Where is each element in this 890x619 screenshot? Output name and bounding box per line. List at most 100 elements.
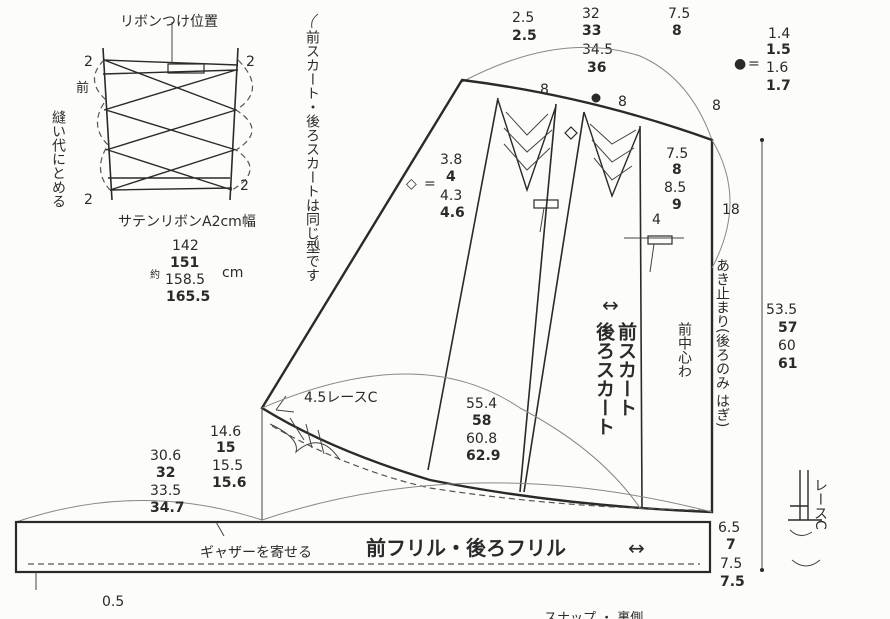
right-dim-4: 9 bbox=[672, 197, 682, 213]
waist-measure-arc bbox=[461, 46, 713, 141]
waist-width-1: 34.5 bbox=[582, 42, 613, 58]
ribbon-position-label: リボンつけ位置 bbox=[120, 14, 218, 30]
dot-eq: = bbox=[748, 56, 760, 72]
length-dim-3: 60 bbox=[778, 338, 796, 354]
ruffle-height-4: 7.5 bbox=[720, 574, 745, 590]
ruffle-grain-arrow: ↔ bbox=[628, 536, 645, 560]
dot-symbol: ● bbox=[734, 56, 746, 72]
ribbon-length-prefix: 約 bbox=[150, 268, 160, 281]
top-dim-4: 33 bbox=[582, 23, 601, 39]
margin-top-right: 2 bbox=[246, 54, 255, 70]
length-dim-2: 57 bbox=[778, 320, 797, 336]
ribbon-length-1: 142 bbox=[172, 238, 199, 254]
waist-dot-marker bbox=[591, 93, 601, 103]
length-line-top bbox=[760, 138, 764, 142]
top-dim-3: 32 bbox=[582, 6, 600, 22]
ruffle-width-3: 33.5 bbox=[150, 483, 181, 499]
skirt-grain-arrow: ↔ bbox=[602, 293, 619, 317]
ruffle-width-1: 30.6 bbox=[150, 448, 181, 464]
gather-note: ギャザーを寄せる bbox=[200, 544, 312, 561]
bottom-margin: 0.5 bbox=[102, 594, 124, 610]
skirt-label-front: 前スカート bbox=[615, 321, 637, 417]
skirt-label-back: 後ろスカート bbox=[593, 321, 615, 436]
front-label: 前 bbox=[76, 80, 89, 96]
ruffle-label: 前フリル・後ろフリル bbox=[366, 536, 566, 560]
ribbon-material: サテンリボンA2cm幅 bbox=[118, 214, 256, 230]
side-dim-4: 15.6 bbox=[212, 475, 247, 491]
dart-width-1: 8 bbox=[540, 82, 549, 98]
lacing-left-curve bbox=[93, 59, 111, 191]
lacing-right-curve bbox=[231, 59, 254, 191]
gather-leader bbox=[215, 521, 225, 537]
length-line-bottom bbox=[760, 568, 764, 572]
ribbon-length-3: 158.5 bbox=[165, 272, 205, 288]
ruffle-width-4: 34.7 bbox=[150, 500, 185, 516]
dart-width-2: 8 bbox=[618, 94, 627, 110]
margin-top-left: 2 bbox=[84, 54, 93, 70]
diamond-value-4: 4.6 bbox=[440, 205, 465, 221]
side-top-dim: 8 bbox=[712, 98, 721, 114]
lace-c-scallop bbox=[789, 529, 821, 567]
top-dim-6: 8 bbox=[672, 23, 682, 39]
ribbon-length-4: 165.5 bbox=[166, 289, 210, 305]
top-dim-2: 2.5 bbox=[512, 28, 537, 44]
opening-dim: 18 bbox=[722, 202, 740, 218]
diamond-value-2: 4 bbox=[446, 169, 456, 185]
hem-dim-2: 58 bbox=[472, 413, 491, 429]
ribbon-length-2: 151 bbox=[170, 255, 199, 271]
dot-value-1: 1.4 bbox=[768, 26, 790, 42]
ruffle-height-2: 7 bbox=[726, 537, 736, 553]
hem-dim-4: 62.9 bbox=[466, 448, 501, 464]
ruffle-height-1: 6.5 bbox=[718, 520, 740, 536]
same-pattern-note: 前スカート・後ろスカートは同じ型です bbox=[304, 29, 320, 282]
ribbon-crosses bbox=[102, 59, 239, 191]
ribbon-length-unit: cm bbox=[222, 265, 243, 281]
right-dim-1: 7.5 bbox=[666, 146, 688, 162]
top-dim-5: 7.5 bbox=[668, 6, 690, 22]
skirt-outline bbox=[260, 78, 714, 514]
skirt-panel bbox=[260, 46, 714, 514]
snap-right bbox=[647, 235, 673, 245]
ribbon-tab bbox=[167, 63, 205, 74]
dot-value-3: 1.6 bbox=[766, 60, 788, 76]
hem-measure-arc bbox=[261, 373, 641, 509]
diamond-value-1: 3.8 bbox=[440, 152, 462, 168]
waist-width-2: 36 bbox=[587, 60, 606, 76]
ruffle-width-2: 32 bbox=[156, 465, 175, 481]
margin-bottom-right: 2 bbox=[240, 178, 249, 194]
hem-dim-3: 60.8 bbox=[466, 431, 497, 447]
opening-note: あき止まり(後ろのみ はぎ) bbox=[714, 258, 730, 427]
lace-texture bbox=[269, 417, 341, 461]
right-dim-2: 8 bbox=[672, 162, 682, 178]
dot-value-4: 1.7 bbox=[766, 78, 791, 94]
seam-note: 縫い代にとめる bbox=[50, 110, 66, 208]
opening-arc bbox=[711, 139, 731, 269]
dot-value-2: 1.5 bbox=[766, 42, 791, 58]
length-dim-4: 61 bbox=[778, 356, 797, 372]
diamond-symbol: ◇ bbox=[406, 176, 417, 192]
length-dim-1: 53.5 bbox=[766, 302, 797, 318]
right-dim-3: 8.5 bbox=[664, 180, 686, 196]
waist-diamond-marker bbox=[564, 126, 578, 140]
side-dim-3: 15.5 bbox=[212, 458, 243, 474]
ribbon-lacing-figure bbox=[93, 22, 254, 201]
small-dim: 4 bbox=[652, 212, 661, 228]
center-front-label: 前中心わ bbox=[676, 321, 692, 378]
hem-lace-line bbox=[271, 425, 701, 511]
hem-dim-1: 55.4 bbox=[466, 396, 497, 412]
lace-c-label: レースC bbox=[812, 478, 828, 530]
ruffle-measure-arc bbox=[15, 482, 713, 523]
note-brackets bbox=[311, 13, 321, 251]
margin-bottom-left: 2 bbox=[84, 192, 93, 208]
lace-c-detail bbox=[788, 470, 822, 567]
lace-note: 4.5レースC bbox=[304, 390, 378, 406]
snap-leaders bbox=[539, 207, 684, 273]
lace-c-shape bbox=[788, 470, 822, 521]
diamond-eq: = bbox=[424, 176, 436, 192]
top-dim-1: 2.5 bbox=[512, 10, 534, 26]
dart-stitches bbox=[503, 111, 637, 181]
diamond-value-3: 4.3 bbox=[440, 188, 462, 204]
ruffle-height-3: 7.5 bbox=[720, 556, 742, 572]
